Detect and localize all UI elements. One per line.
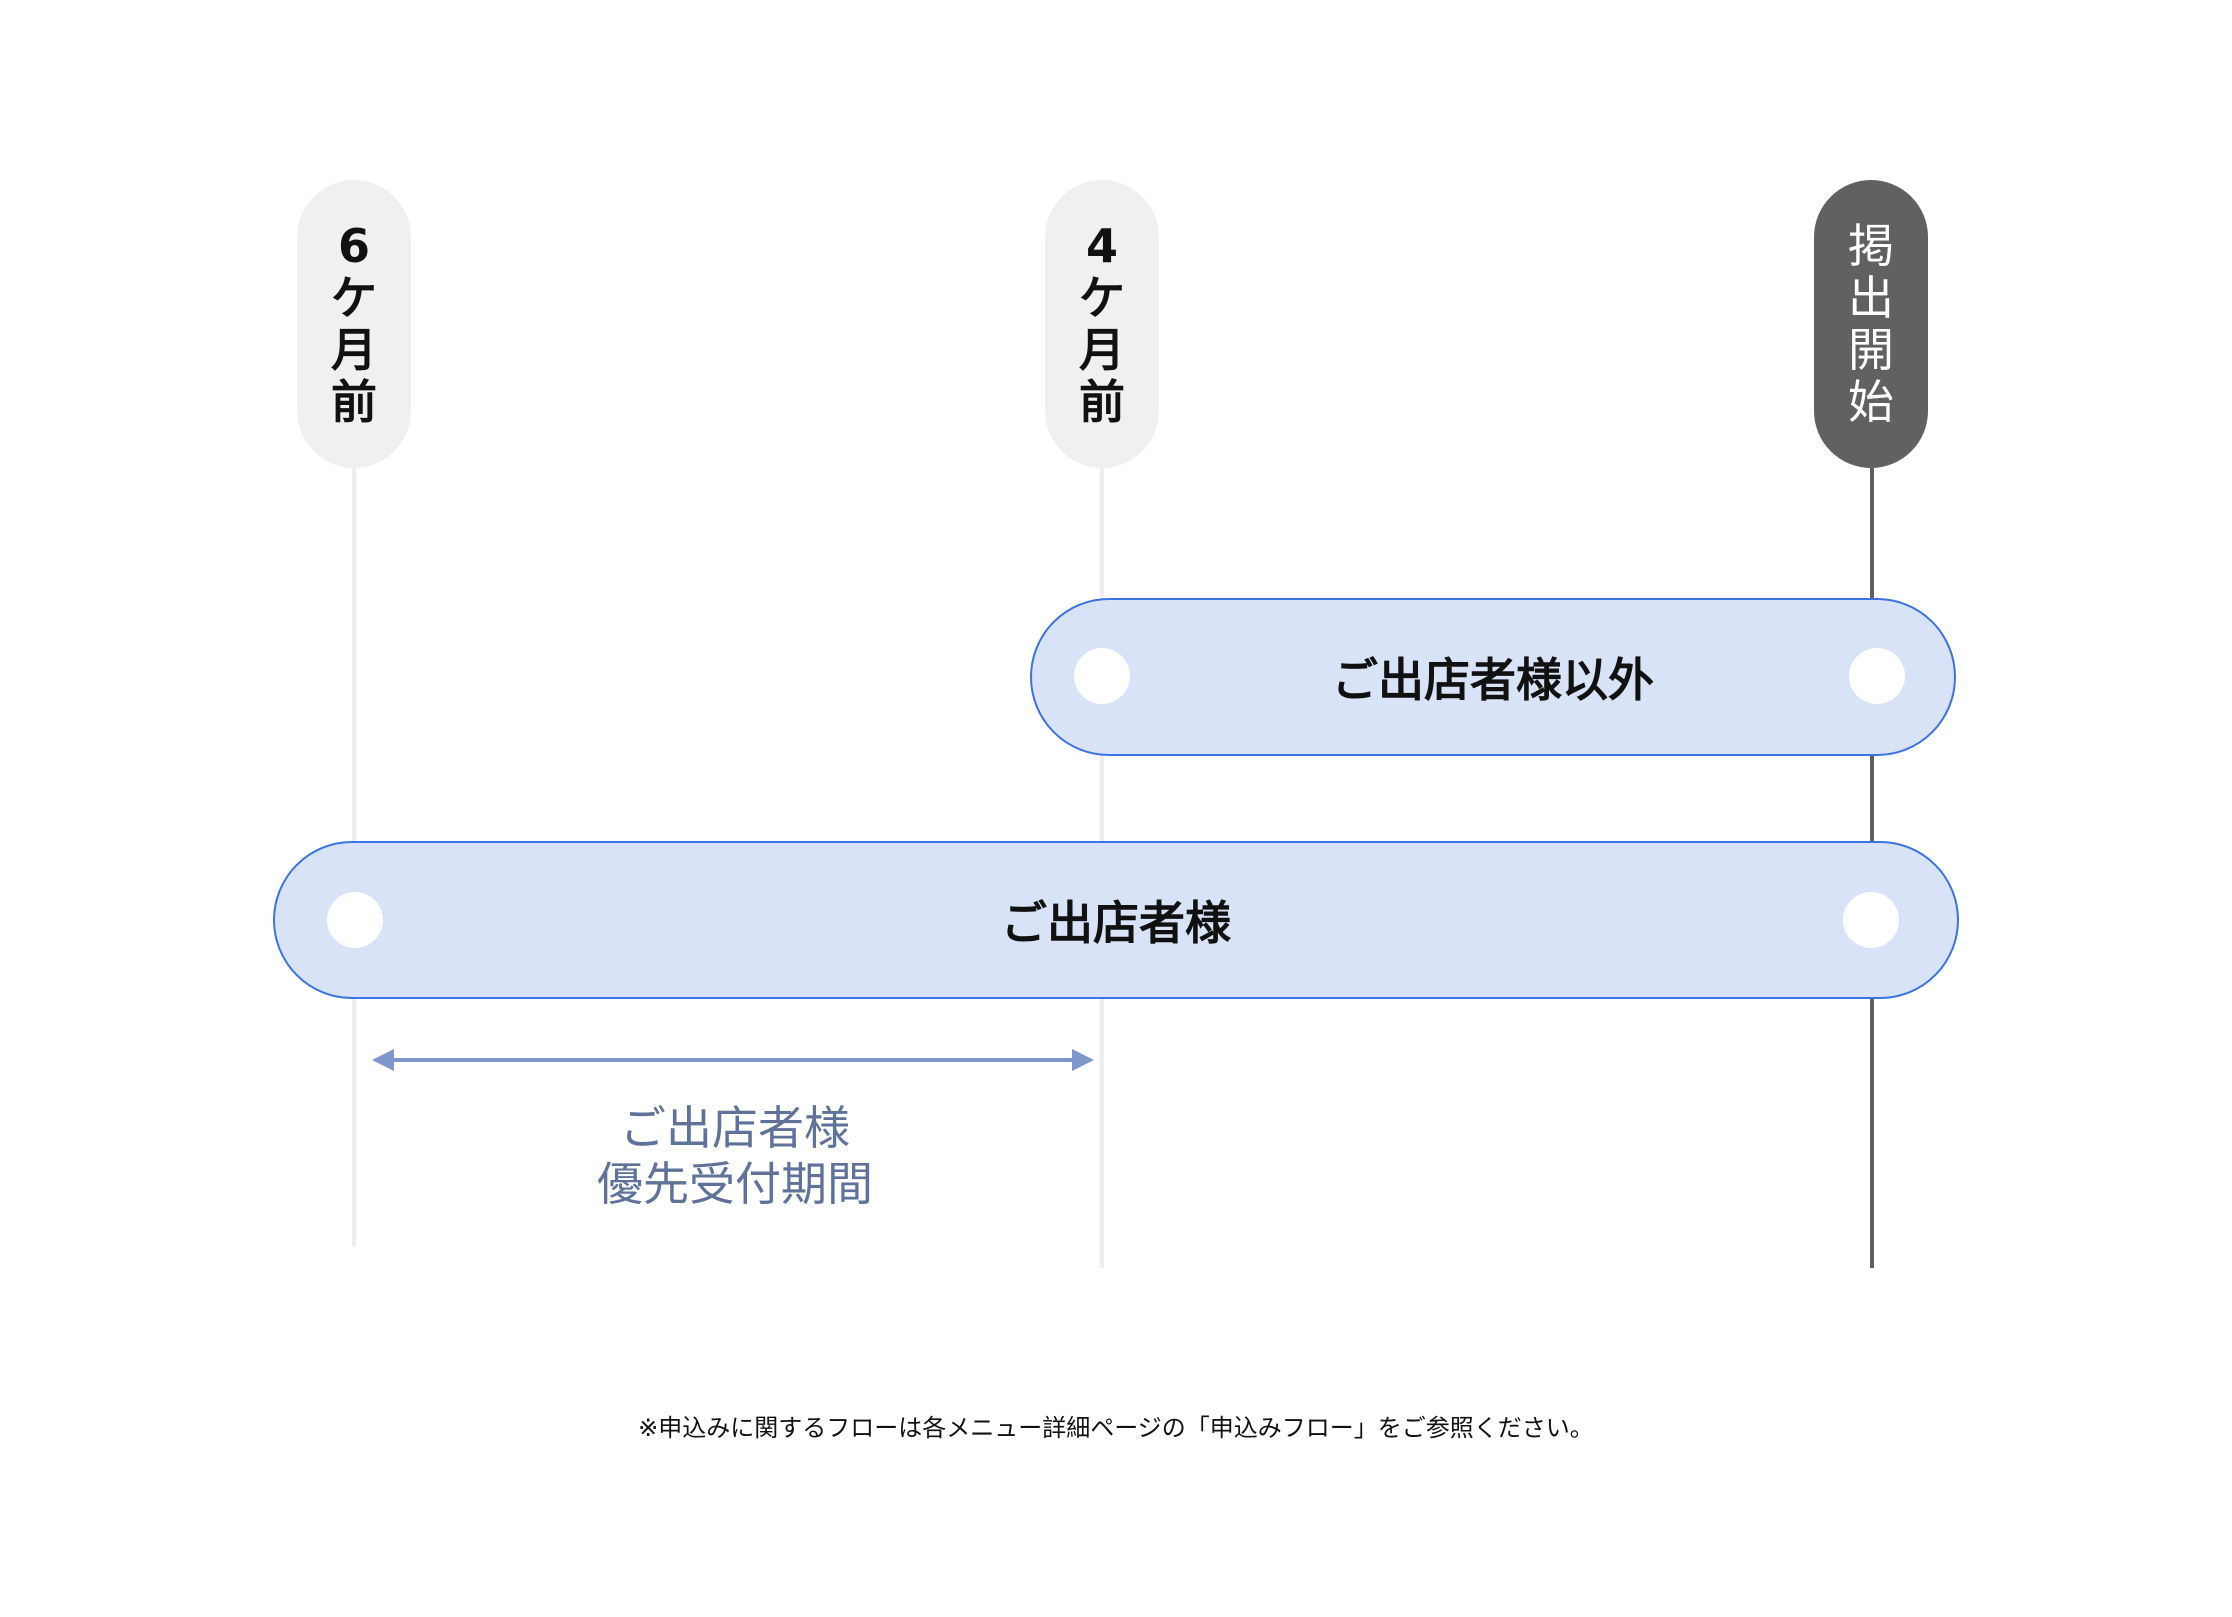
period-bar-label: ご出店者様以外	[1332, 653, 1654, 707]
milestone-char: 掲	[1848, 219, 1894, 273]
milestone-char: 開	[1848, 323, 1894, 377]
priority-period-line2: 優先受付期間	[597, 1157, 873, 1211]
milestone-char: 4	[1085, 219, 1118, 273]
milestone-char: 前	[1079, 375, 1125, 429]
milestone-listing-start: 掲 出 開 始	[1814, 180, 1928, 468]
start-dot-icon	[1074, 648, 1130, 704]
start-dot-icon	[327, 892, 383, 948]
milestone-char: ケ	[331, 271, 377, 325]
milestone-char: 前	[331, 375, 377, 429]
milestone-char: 出	[1848, 271, 1894, 325]
milestone-char: 月	[1079, 323, 1125, 377]
period-bar-exhibitors: ご出店者様	[273, 841, 1959, 999]
period-bar-label: ご出店者様	[1001, 896, 1231, 950]
period-bar-non-exhibitors: ご出店者様以外	[1030, 598, 1956, 756]
priority-period-line1: ご出店者様	[620, 1101, 850, 1155]
milestone-six-months-before: 6 ケ 月 前	[297, 180, 411, 468]
milestone-char: ケ	[1079, 271, 1125, 325]
milestone-char: 6	[337, 219, 370, 273]
end-dot-icon	[1843, 892, 1899, 948]
footnote: ※申込みに関するフローは各メニュー詳細ページの「申込みフロー」をご参照ください。	[638, 1414, 1594, 1442]
milestone-four-months-before: 4 ケ 月 前	[1045, 180, 1159, 468]
milestone-char: 始	[1848, 375, 1894, 429]
milestone-char: 月	[331, 323, 377, 377]
double-arrow-icon	[372, 1049, 1094, 1071]
end-dot-icon	[1849, 648, 1905, 704]
priority-period-label: ご出店者様 優先受付期間	[560, 1100, 910, 1212]
